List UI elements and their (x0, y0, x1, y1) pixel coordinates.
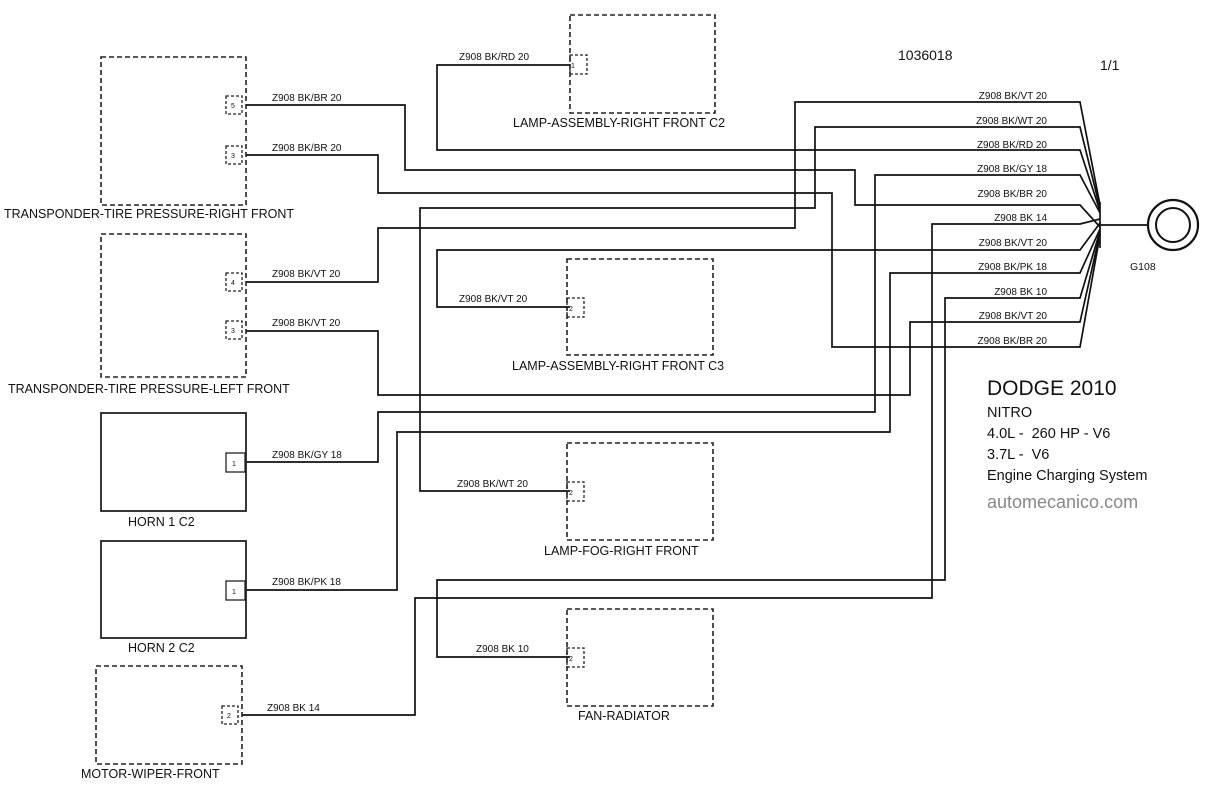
wire-tpms-rf-3 (246, 154, 1101, 348)
component-box (566, 258, 714, 356)
wire-lamp-c3 (436, 222, 1101, 308)
pin-number: 1 (571, 63, 575, 70)
ground-label: G108 (1130, 261, 1156, 273)
wire-wiper (242, 218, 1101, 716)
component-box (566, 608, 714, 707)
page-indicator: 1/1 (1100, 57, 1120, 73)
component-horn-2: 1 HORN 2 C2 Z908 BK/PK 18 (100, 540, 341, 655)
ground-wire-label: Z908 BK/VT 20 (979, 311, 1048, 322)
ground-wire-labels: Z908 BK/VT 20 Z908 BK/WT 20 Z908 BK/RD 2… (976, 91, 1047, 347)
connector (221, 705, 239, 725)
pin-number: 2 (569, 306, 573, 313)
connector (566, 647, 585, 668)
vehicle-info: DODGE 2010 NITRO 4.0L - 260 HP - V6 3.7L… (987, 375, 1147, 515)
wire-label: Z908 BK/WT 20 (457, 479, 528, 490)
component-tpms-left-front: 4 3 TRANSPONDER-TIRE PRESSURE-LEFT FRONT… (8, 233, 341, 396)
component-label: FAN-RADIATOR (578, 709, 670, 723)
wire-fog (419, 126, 1101, 492)
component-lamp-c2: 1 LAMP-ASSEMBLY-RIGHT FRONT C2 Z908 BK/R… (459, 14, 725, 130)
system-name: Engine Charging System (987, 468, 1148, 484)
website-watermark: automecanico.com (987, 492, 1139, 512)
ground-g108: G108 (1130, 198, 1200, 273)
engine-option-1: 4.0L - 260 HP - V6 (987, 426, 1111, 442)
connector (225, 320, 243, 340)
wire-label: Z908 BK 10 (476, 644, 529, 655)
connector (569, 54, 588, 75)
wire-tpms-lf-3 (246, 232, 1101, 396)
component-label: HORN 2 C2 (128, 641, 195, 655)
pin-number: 2 (227, 713, 231, 720)
connector (566, 481, 585, 502)
wire-tpms-rf-5 (246, 104, 1101, 228)
component-horn-1: 1 HORN 1 C2 Z908 BK/GY 18 (100, 412, 342, 529)
wire-tpms-lf-4 (246, 101, 1101, 283)
ground-wire-label: Z908 BK/WT 20 (976, 116, 1047, 127)
pin-number: 2 (569, 656, 573, 663)
wire-lamp-c2 (436, 64, 1101, 212)
wire-horn-2 (246, 228, 1101, 591)
ground-wire-label: Z908 BK/BR 20 (978, 189, 1048, 200)
wire-ground-stub (1099, 202, 1148, 248)
wire-label: Z908 BK/RD 20 (459, 52, 529, 63)
component-box (100, 56, 247, 206)
pin-number: 3 (231, 328, 235, 335)
component-box (566, 442, 714, 541)
wire-label: Z908 BK/BR 20 (272, 143, 342, 154)
component-wiper-motor: 2 MOTOR-WIPER-FRONT Z908 BK 14 (81, 665, 320, 781)
wire-label: Z908 BK/VT 20 (272, 318, 341, 329)
pin-number: 4 (231, 280, 235, 287)
wire-horn-1 (246, 174, 1101, 463)
component-label: HORN 1 C2 (128, 515, 195, 529)
pin-number: 5 (231, 103, 235, 110)
connector (225, 95, 243, 115)
wire-label: Z908 BK/PK 18 (272, 577, 341, 588)
ground-wire-label: Z908 BK/GY 18 (977, 164, 1047, 175)
component-box (95, 665, 243, 765)
component-label: TRANSPONDER-TIRE PRESSURE-LEFT FRONT (8, 382, 290, 396)
ground-inner-ring (1155, 207, 1191, 243)
wires (242, 64, 1148, 716)
ground-wire-label: Z908 BK/VT 20 (979, 238, 1048, 249)
engine-option-2: 3.7L - V6 (987, 447, 1050, 463)
component-label: LAMP-FOG-RIGHT FRONT (544, 544, 699, 558)
component-label: MOTOR-WIPER-FRONT (81, 767, 220, 781)
connector (225, 452, 246, 473)
vehicle-make: DODGE 2010 (987, 377, 1117, 400)
component-box (569, 14, 716, 114)
pin-number: 3 (231, 153, 235, 160)
ground-wire-label: Z908 BK 14 (994, 213, 1047, 224)
ground-wire-label: Z908 BK/BR 20 (978, 336, 1048, 347)
component-box (100, 412, 247, 512)
connector (225, 580, 246, 601)
vehicle-model: NITRO (987, 405, 1033, 421)
connector (225, 145, 243, 165)
wire-fan (436, 230, 1101, 658)
component-lamp-c3: 2 LAMP-ASSEMBLY-RIGHT FRONT C3 Z908 BK/V… (459, 258, 724, 373)
ground-wire-label: Z908 BK/RD 20 (977, 140, 1047, 151)
component-fan-radiator: 2 FAN-RADIATOR Z908 BK 10 (476, 608, 714, 723)
wire-label: Z908 BK/GY 18 (272, 450, 342, 461)
pin-number: 1 (232, 461, 236, 468)
wire-label: Z908 BK/VT 20 (459, 294, 528, 305)
connector (225, 272, 243, 292)
component-label: TRANSPONDER-TIRE PRESSURE-RIGHT FRONT (4, 207, 294, 221)
component-tpms-right-front: 5 3 TRANSPONDER-TIRE PRESSURE-RIGHT FRON… (4, 56, 342, 221)
component-box (100, 540, 247, 639)
ground-wire-label: Z908 BK/PK 18 (978, 262, 1047, 273)
wire-label: Z908 BK/BR 20 (272, 93, 342, 104)
ground-wire-label: Z908 BK/VT 20 (979, 91, 1048, 102)
wire-label: Z908 BK/VT 20 (272, 269, 341, 280)
wire-label: Z908 BK 14 (267, 703, 320, 714)
component-label: LAMP-ASSEMBLY-RIGHT FRONT C3 (512, 359, 724, 373)
diagram-id: 1036018 (898, 47, 953, 63)
component-fog-lamp: 2 LAMP-FOG-RIGHT FRONT Z908 BK/WT 20 (457, 442, 714, 558)
connector (566, 297, 585, 318)
pin-number: 2 (569, 490, 573, 497)
component-label: LAMP-ASSEMBLY-RIGHT FRONT C2 (513, 116, 725, 130)
component-box (100, 233, 247, 378)
pin-number: 1 (232, 589, 236, 596)
ground-wire-label: Z908 BK 10 (994, 287, 1047, 298)
